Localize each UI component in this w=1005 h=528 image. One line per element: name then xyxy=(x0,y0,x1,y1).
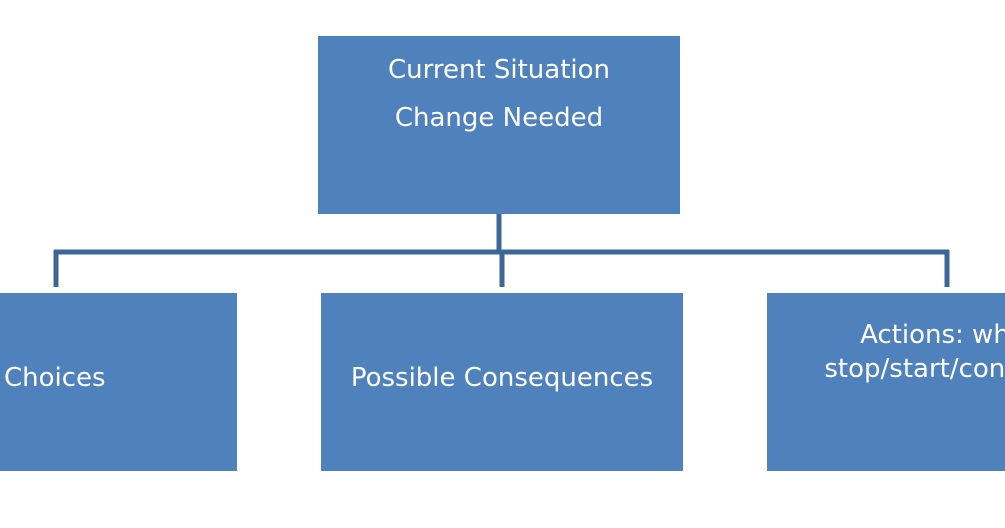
top-node-line-2: Change Needed xyxy=(394,102,604,133)
possible-consequences-box: Possible Consequences xyxy=(321,293,683,471)
right-node-line-2: stop/start/continue xyxy=(824,353,1005,384)
right-node-line-1: Actions: what xyxy=(860,320,1005,350)
actions-box: Actions: what stop/start/continue xyxy=(767,293,1005,471)
middle-node-label: Possible Consequences xyxy=(350,363,654,394)
current-situation-box: Current Situation Change Needed xyxy=(318,36,680,214)
choices-box: Choices xyxy=(0,293,237,471)
top-node-line-1: Current Situation xyxy=(387,55,611,85)
left-node-label: Choices xyxy=(4,363,106,394)
